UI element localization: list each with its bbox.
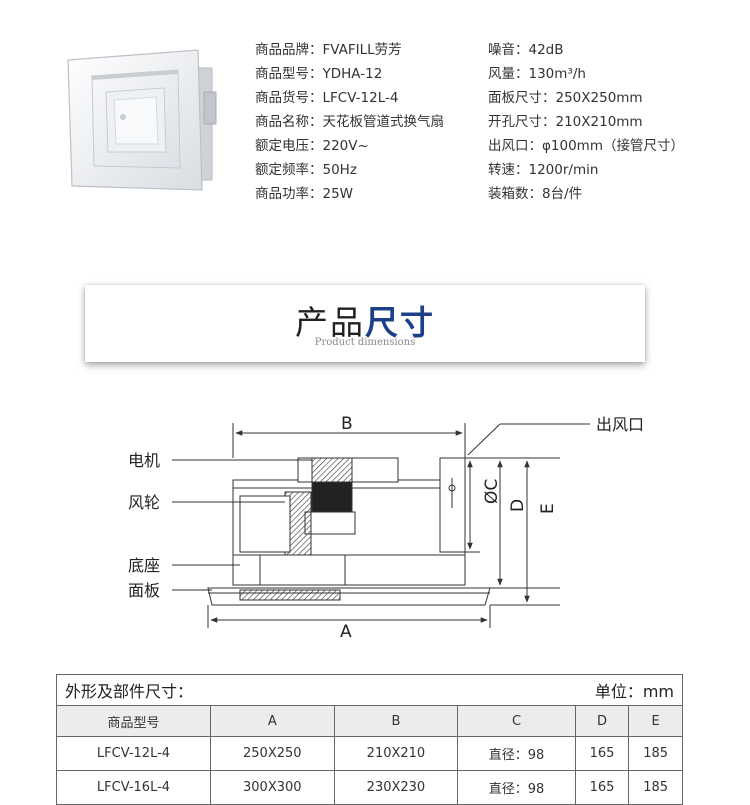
spec-panel-size: 面板尺寸：250X250mm (488, 90, 643, 106)
dimensions-table: 外形及部件尺寸： 单位：mm 商品型号 A B C D E LFCV-12L-4… (56, 674, 683, 805)
spec-power: 商品功率：25W (255, 186, 354, 202)
spec-product-name: 商品名称：天花板管道式换气扇 (255, 114, 444, 130)
table-cell: 250X250 (209, 736, 335, 771)
table-caption: 外形及部件尺寸： (65, 682, 194, 701)
table-header-cell: A (209, 705, 335, 737)
banner-title-highlight: 尺寸 (365, 303, 435, 342)
table-caption-row: 外形及部件尺寸： 单位：mm (56, 674, 683, 706)
table-header-cell: 商品型号 (56, 705, 211, 737)
spec-airflow: 风量：130m³/h (488, 66, 586, 82)
dim-d: D (508, 499, 528, 512)
table-unit: 单位：mm (594, 682, 674, 701)
dim-b: B (341, 414, 353, 434)
spec-model: 商品型号：YDHA-12 (255, 66, 383, 82)
table-header-cell: E (628, 705, 683, 737)
table-row: LFCV-12L-4 250X250 210X210 直径：98 165 185 (56, 736, 683, 771)
spec-brand: 商品品牌：FVAFILL劳芳 (255, 42, 402, 58)
label-outlet: 出风口 (596, 415, 644, 434)
table-cell: 165 (574, 770, 630, 805)
spec-voltage: 额定电压：220V~ (255, 138, 369, 154)
spec-frequency: 额定频率：50Hz (255, 162, 357, 178)
spec-cutout-size: 开孔尺寸：210X210mm (488, 114, 643, 130)
label-impeller: 风轮 (128, 493, 160, 512)
banner-subtitle: Product dimensions (314, 337, 416, 348)
banner-title: 产品尺寸 (85, 296, 645, 344)
table-cell: 直径：98 (457, 736, 576, 771)
spec-item-number: 商品货号：LFCV-12L-4 (255, 90, 399, 106)
spec-outlet: 出风口：φ100mm（接管尺寸） (488, 138, 684, 154)
table-cell: 185 (628, 770, 683, 805)
table-header-row: 商品型号 A B C D E (56, 705, 683, 737)
table-cell: LFCV-16L-4 (56, 770, 211, 805)
label-motor: 电机 (128, 451, 160, 470)
dimension-diagram: 电机 风轮 底座 面板 出风口 B A ØC D E (128, 414, 644, 642)
dim-c: ØC (482, 479, 502, 504)
spec-carton-qty: 装箱数：8台/件 (488, 186, 583, 202)
section-banner: 产品尺寸 Product dimensions (85, 285, 645, 362)
spec-noise: 噪音：42dB (488, 42, 564, 58)
table-cell: 300X300 (209, 770, 335, 805)
table-header-cell: C (457, 705, 576, 737)
table-cell: 230X230 (333, 770, 459, 805)
table-cell: 210X210 (333, 736, 459, 771)
spec-list-left: 商品品牌：FVAFILL劳芳 商品型号：YDHA-12 商品货号：LFCV-12… (255, 38, 444, 206)
table-cell: 165 (574, 736, 630, 771)
label-panel: 面板 (128, 581, 160, 600)
table-cell: LFCV-12L-4 (56, 736, 211, 771)
table-header-cell: D (574, 705, 630, 737)
spec-list-right: 噪音：42dB 风量：130m³/h 面板尺寸：250X250mm 开孔尺寸：2… (488, 38, 684, 206)
spec-speed: 转速：1200r/min (488, 162, 599, 178)
banner-title-plain: 产品 (295, 303, 365, 342)
table-row: LFCV-16L-4 300X300 230X230 直径：98 165 185 (56, 770, 683, 805)
product-photo (67, 49, 217, 191)
table-header-cell: B (333, 705, 459, 737)
table-cell: 185 (628, 736, 683, 771)
label-base: 底座 (128, 556, 160, 575)
dim-e: E (538, 503, 558, 514)
table-cell: 直径：98 (457, 770, 576, 805)
dim-a: A (340, 622, 352, 642)
